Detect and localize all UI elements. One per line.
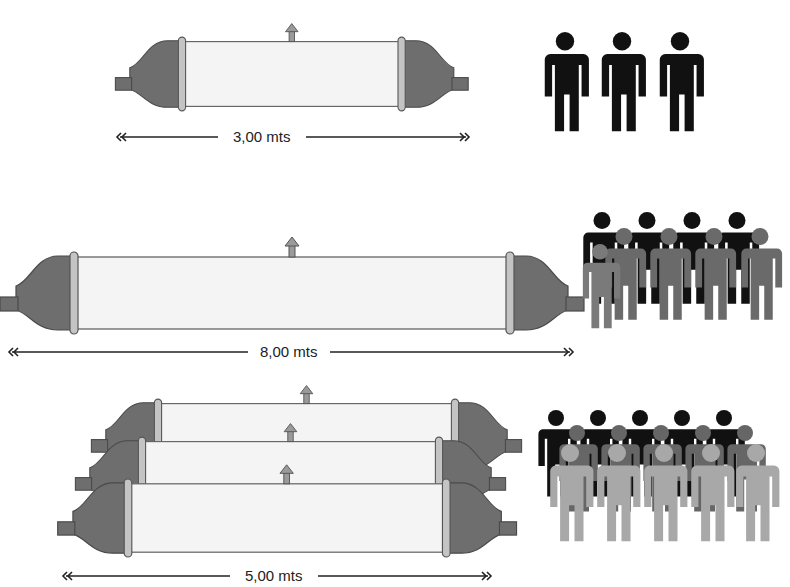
dimension-label: 3,00 mts [229,128,295,146]
dimension-label: 8,00 mts [256,343,322,361]
dimension-label: 5,00 mts [241,567,307,585]
